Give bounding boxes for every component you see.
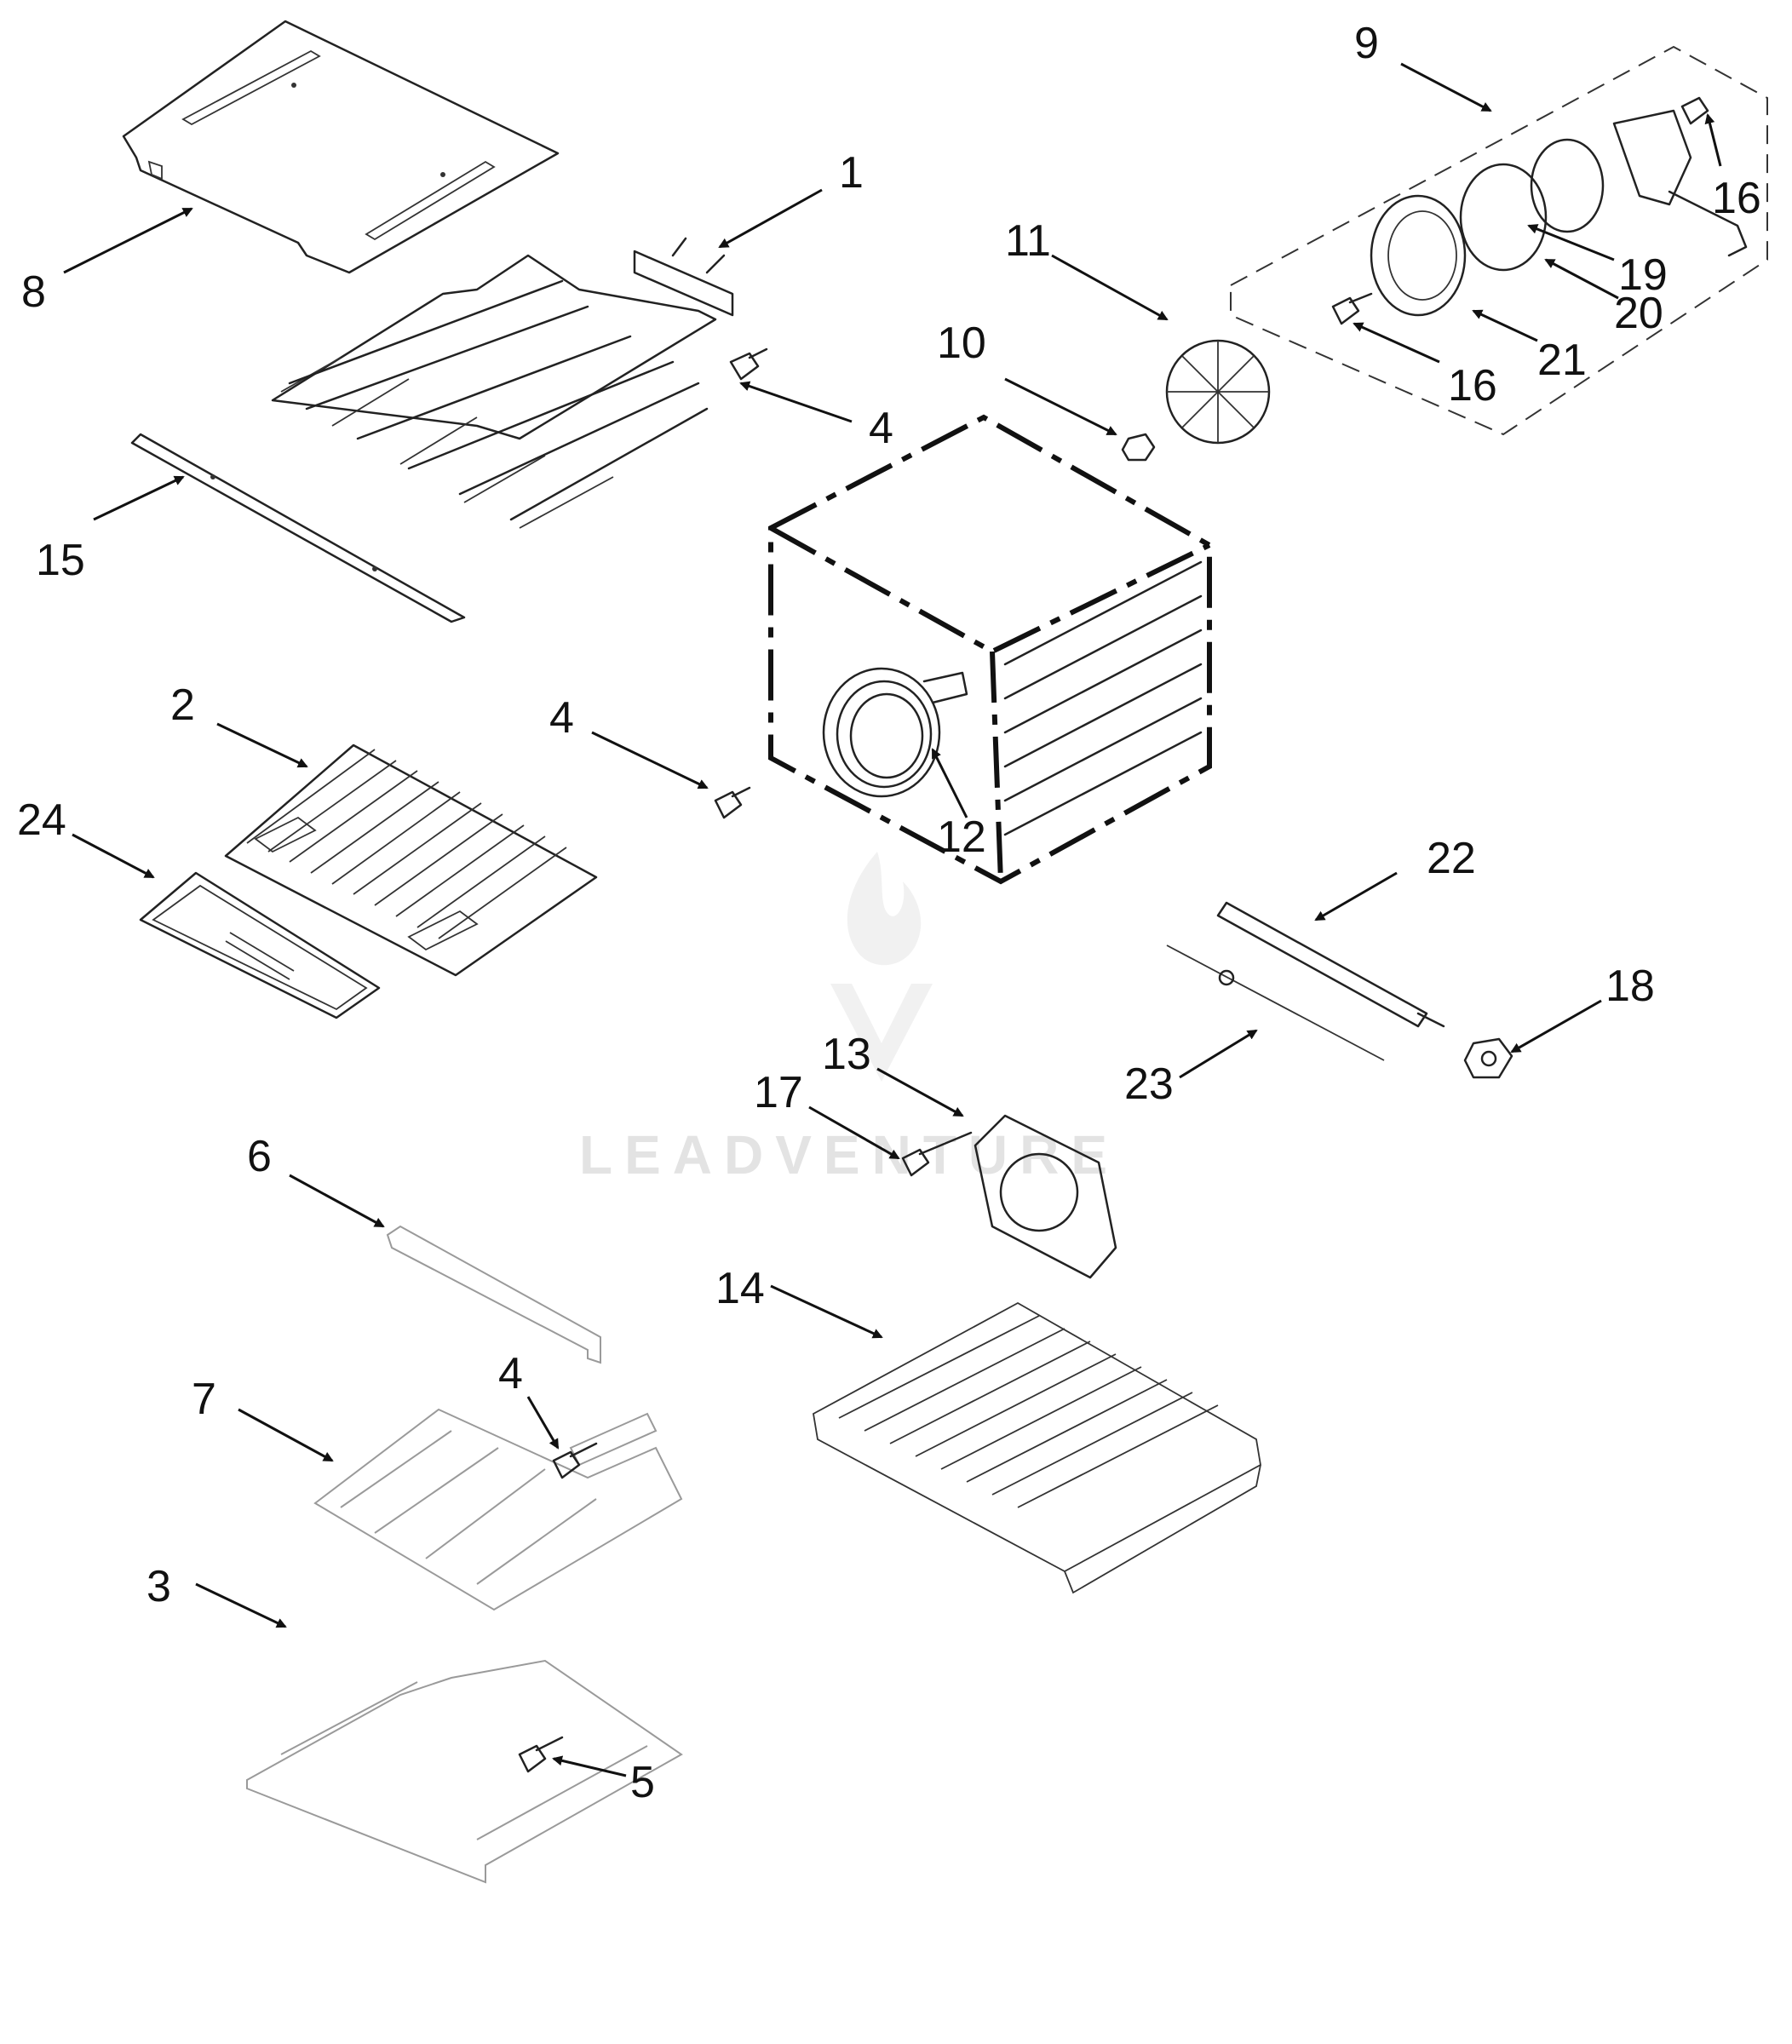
part-21-mount-plate bbox=[1370, 194, 1467, 317]
part-10-nut bbox=[1121, 433, 1156, 462]
callout-8: 8 bbox=[21, 267, 46, 317]
callout-4-upper: 4 bbox=[869, 404, 893, 453]
leader-lines bbox=[63, 62, 1722, 1777]
callout-16-lower: 16 bbox=[1448, 361, 1497, 411]
callout-13: 13 bbox=[822, 1030, 871, 1079]
callout-2: 2 bbox=[170, 680, 195, 730]
callout-17: 17 bbox=[754, 1068, 803, 1117]
part-8-top-panel bbox=[122, 20, 560, 274]
part-17-screw bbox=[901, 1131, 973, 1177]
callout-23: 23 bbox=[1124, 1059, 1174, 1109]
part-24-drip-tray bbox=[139, 871, 381, 1019]
part-12-convection-element bbox=[822, 667, 968, 798]
part-11-fan-blade bbox=[1165, 339, 1271, 445]
callout-20: 20 bbox=[1614, 289, 1663, 338]
part-23-meat-probe bbox=[1166, 944, 1385, 1061]
callout-22: 22 bbox=[1427, 834, 1476, 883]
part-16-screw bbox=[1680, 96, 1709, 125]
callout-9: 9 bbox=[1354, 19, 1379, 68]
part-22-temperature-sensor bbox=[1216, 901, 1445, 1028]
part-16-screw bbox=[1331, 292, 1373, 325]
callout-19: 19 bbox=[1618, 250, 1668, 300]
part-9-motor-assembly-box bbox=[1230, 45, 1768, 436]
part-14-roller-rack bbox=[813, 1301, 1261, 1594]
callout-5: 5 bbox=[630, 1758, 655, 1807]
part-13-fan-cover bbox=[974, 1114, 1117, 1279]
callout-3: 3 bbox=[146, 1562, 171, 1611]
callout-12: 12 bbox=[937, 812, 986, 862]
callout-1: 1 bbox=[839, 148, 864, 198]
callout-4-cavity: 4 bbox=[549, 693, 574, 743]
callout-21: 21 bbox=[1537, 336, 1587, 385]
callout-15: 15 bbox=[36, 536, 85, 585]
part-3-bottom-panel bbox=[246, 1659, 683, 1884]
part-4-screw bbox=[714, 786, 751, 819]
callout-6: 6 bbox=[247, 1132, 272, 1181]
part-19-motor bbox=[1612, 109, 1748, 257]
part-18-nut bbox=[1463, 1037, 1513, 1079]
part-6-shield bbox=[386, 1225, 601, 1364]
callout-11: 11 bbox=[1005, 216, 1051, 266]
part-1-broil-element bbox=[271, 237, 734, 529]
callout-16-upper: 16 bbox=[1712, 174, 1761, 223]
callout-4-lower: 4 bbox=[498, 1349, 523, 1398]
part-19-gasket bbox=[1530, 138, 1605, 233]
part-20-insulation bbox=[1459, 163, 1548, 272]
part-5-screw bbox=[518, 1736, 564, 1773]
part-15-bracket bbox=[130, 433, 466, 623]
part-2-oven-rack bbox=[224, 744, 598, 977]
watermark-text: LEADVENTURE bbox=[579, 1124, 1119, 1186]
callout-7: 7 bbox=[192, 1375, 216, 1424]
callout-24: 24 bbox=[17, 795, 66, 845]
part-7-bake-element bbox=[313, 1408, 683, 1611]
callout-labels: 1 2 3 4 4 4 4 5 6 7 8 9 10 11 12 13 14 1… bbox=[17, 19, 1761, 1807]
callout-10: 10 bbox=[937, 319, 986, 368]
callout-18: 18 bbox=[1605, 962, 1655, 1011]
part-4-screw bbox=[729, 347, 768, 381]
oven-cavity bbox=[768, 414, 1212, 885]
watermark-logo bbox=[830, 852, 933, 1082]
part-4-screw bbox=[552, 1442, 598, 1479]
callout-14: 14 bbox=[715, 1264, 765, 1313]
